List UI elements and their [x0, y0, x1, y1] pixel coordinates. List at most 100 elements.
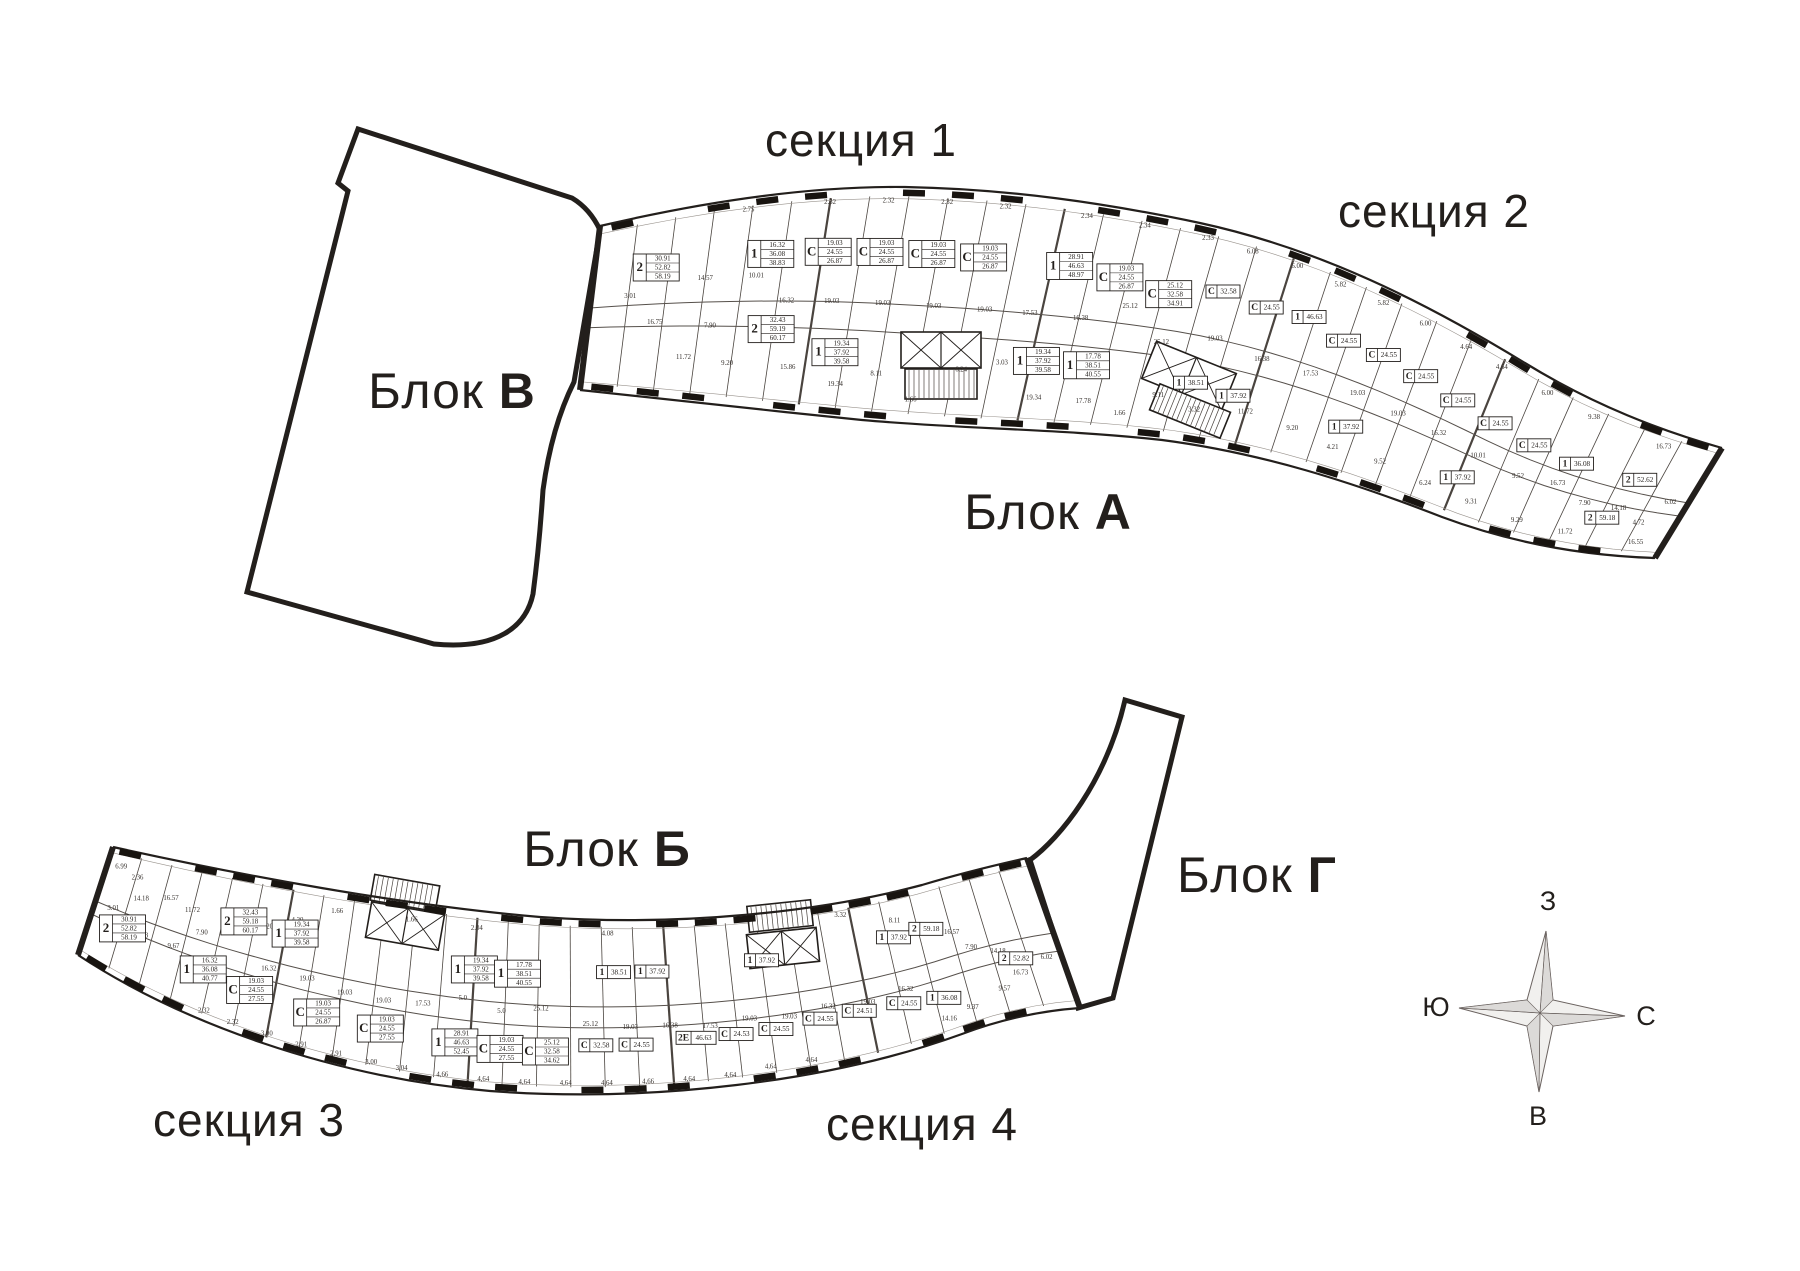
- dimension-text: 4,64: [805, 1057, 817, 1064]
- dimension-text: 25.12: [533, 1006, 549, 1013]
- unit-label-box: [356, 1014, 404, 1043]
- edge-wall-dash: [707, 202, 731, 213]
- stairs-outline: [904, 368, 978, 400]
- dimension-text: 4,64: [765, 1063, 777, 1070]
- unit-area-value: 34.91: [1167, 299, 1183, 307]
- dimension-text: 9.31: [1465, 498, 1477, 505]
- dimension-text: 17.53: [1303, 371, 1319, 378]
- dimension-text: 6.08: [1247, 249, 1259, 256]
- dimension-text: 6.02: [1665, 499, 1677, 506]
- unit-type-text: С: [859, 243, 868, 258]
- unit-area-value: 32.58: [1220, 288, 1237, 296]
- unit-label-box: [271, 919, 319, 948]
- dimension-text: 2.36: [132, 874, 144, 881]
- unit-area-value: 39.58: [1035, 366, 1051, 374]
- edge-wall-dash: [624, 1085, 647, 1093]
- wall-inner-face: [111, 852, 1030, 930]
- unit-area-value: 37.92: [473, 966, 489, 974]
- corridor-line: [589, 300, 1689, 504]
- unit-area-value: 24.55: [879, 248, 895, 256]
- compass-ray: [1458, 1007, 1541, 1014]
- unit-label-box: [476, 1034, 524, 1063]
- unit-type-text: 1: [751, 245, 758, 260]
- unit-area-value: 24.55: [1119, 273, 1135, 281]
- edge-wall-dash: [886, 889, 910, 901]
- edge-wall-dash: [863, 411, 887, 420]
- dimension-text: 16.38: [1073, 315, 1089, 322]
- unit-label-box: [618, 1037, 654, 1052]
- unit-type-text: С: [1251, 303, 1258, 313]
- unit-label-box: [1291, 310, 1327, 324]
- edge-wall-dash: [951, 191, 975, 200]
- unit-label-box: [179, 955, 227, 984]
- label-sektsiya-4: секция 4: [826, 1097, 1018, 1151]
- unit-type-text: С: [524, 1043, 533, 1058]
- unit-area-value: 37.92: [1455, 473, 1472, 481]
- dimension-text: 9.67: [167, 943, 179, 950]
- unit-type-text: 2: [1588, 513, 1593, 523]
- unit-label-box: [1096, 263, 1144, 292]
- stair-step: [800, 901, 804, 926]
- unit-type-text: 1: [1443, 473, 1448, 483]
- edge-wall-dash: [772, 401, 796, 411]
- unit-area-value: 38.51: [1085, 361, 1101, 369]
- dimension-text: 19.03: [782, 1014, 798, 1021]
- dimension-text: 1.66: [905, 397, 917, 404]
- lift-cross: [900, 331, 942, 369]
- band-right-end-wall: [1024, 857, 1083, 1009]
- dimension-text: 2,91: [295, 1041, 307, 1048]
- band-left-end-wall: [577, 225, 603, 391]
- edge-wall-dash: [1004, 1008, 1028, 1020]
- stair-step: [770, 904, 774, 929]
- edge-wall-dash: [962, 1019, 986, 1033]
- dimension-text: 4,66: [642, 1079, 654, 1086]
- dimension-text: 4,64: [724, 1072, 736, 1079]
- unit-area-value: 27.55: [379, 1034, 395, 1042]
- dimension-text: 9.11: [1152, 392, 1164, 399]
- dimension-text: 25.12: [1154, 339, 1170, 346]
- unit-label-box: [1622, 472, 1658, 487]
- stair-core: [745, 898, 815, 934]
- edge-wall-dash: [636, 387, 660, 397]
- unit-type-text: 1: [1563, 459, 1568, 469]
- unit-type-text: С: [1519, 441, 1526, 451]
- dimension-text: 9.38: [1588, 414, 1600, 421]
- corridor-line: [91, 913, 1060, 1029]
- dimension-text: 4,64: [683, 1076, 695, 1083]
- unit-label-box: [99, 914, 146, 943]
- dimension-text: 16.73: [1550, 480, 1566, 487]
- edge-wall-dash: [1359, 479, 1383, 493]
- dimension-text: 2.32: [1000, 204, 1012, 211]
- dimension-text: 6.00: [1291, 263, 1303, 270]
- unit-label-box: [841, 1003, 877, 1018]
- edge-wall-dash: [848, 897, 872, 909]
- label-blok-v-letter: В: [498, 363, 536, 419]
- dimension-text: 2.34: [1139, 223, 1151, 230]
- unit-label-box: [1516, 438, 1552, 453]
- unit-area-value: 24.55: [1455, 397, 1472, 405]
- stair-step: [1190, 401, 1201, 426]
- unit-type-text: С: [1099, 269, 1108, 284]
- dimension-text: 25.12: [583, 1021, 599, 1028]
- unit-area-value: 37.92: [891, 933, 908, 941]
- band-fill: [78, 847, 1080, 1095]
- dimension-text: 17.53: [415, 1000, 431, 1007]
- dimension-text: 6.00: [1542, 390, 1554, 397]
- unit-area-value: 19.03: [1119, 264, 1135, 272]
- unit-label-box: [1439, 470, 1475, 485]
- unit-type-text: С: [1329, 336, 1336, 346]
- dimension-text: 2.32: [941, 199, 953, 206]
- unit-label-box: [1403, 369, 1439, 384]
- dimension-text: 4.08: [602, 930, 614, 937]
- stair-step: [785, 903, 789, 928]
- dimension-text: 6.99: [115, 864, 127, 871]
- unit-area-value: 37.92: [759, 956, 776, 964]
